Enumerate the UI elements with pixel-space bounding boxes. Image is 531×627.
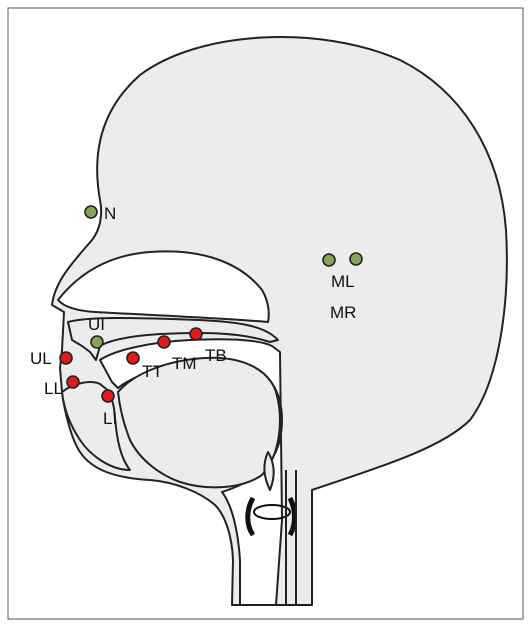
sensor-dot-ui — [91, 336, 103, 348]
label-ui: UI — [88, 315, 105, 334]
sensor-dot-ul — [60, 352, 72, 364]
label-li: LI — [103, 409, 117, 428]
label-tb: TB — [205, 346, 227, 365]
sensor-dot-n — [85, 206, 97, 218]
sensor-dot-tm — [158, 336, 170, 348]
sensor-dot-tt — [127, 352, 139, 364]
label-ul: UL — [30, 349, 52, 368]
label-ml: ML — [331, 272, 355, 291]
label-mr: MR — [330, 303, 356, 322]
sensor-dot-li — [102, 390, 114, 402]
label-tt: TT — [142, 362, 163, 381]
sensor-dot-ll — [67, 376, 79, 388]
sensor-dot-mr — [350, 253, 362, 265]
sensor-dot-ml — [323, 254, 335, 266]
sensor-dot-tb — [190, 328, 202, 340]
label-ll: LL — [44, 379, 63, 398]
label-n: N — [104, 204, 116, 223]
label-tm: TM — [172, 354, 197, 373]
